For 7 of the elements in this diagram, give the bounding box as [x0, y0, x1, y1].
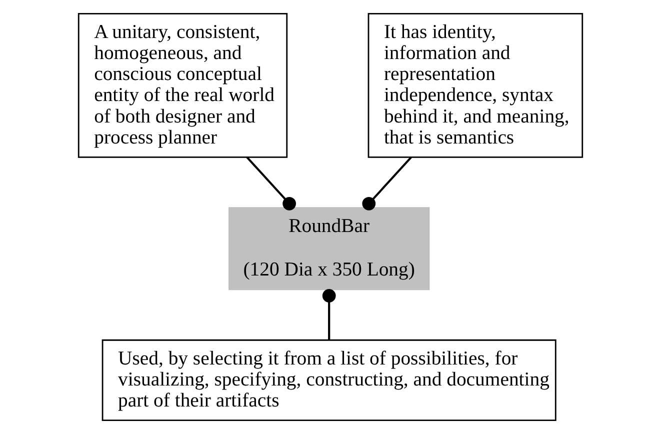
connector — [362, 156, 412, 210]
connector — [322, 289, 336, 340]
node-box: A unitary, consistent, homogeneous, and conscious conceptual entity of the real world of both designer and process planner — [78, 12, 288, 158]
connector — [246, 156, 296, 210]
node-box: It has identity, information and representation independence, syntax behind it, and meaning, that is semantics — [368, 12, 584, 158]
node-box: Used, by selecting it from a list of possibilities, for visualizing, specifying, constructing, and documenting part of their artifacts — [102, 339, 556, 422]
node-box: RoundBar (120 Dia x 350 Long) — [228, 207, 430, 290]
